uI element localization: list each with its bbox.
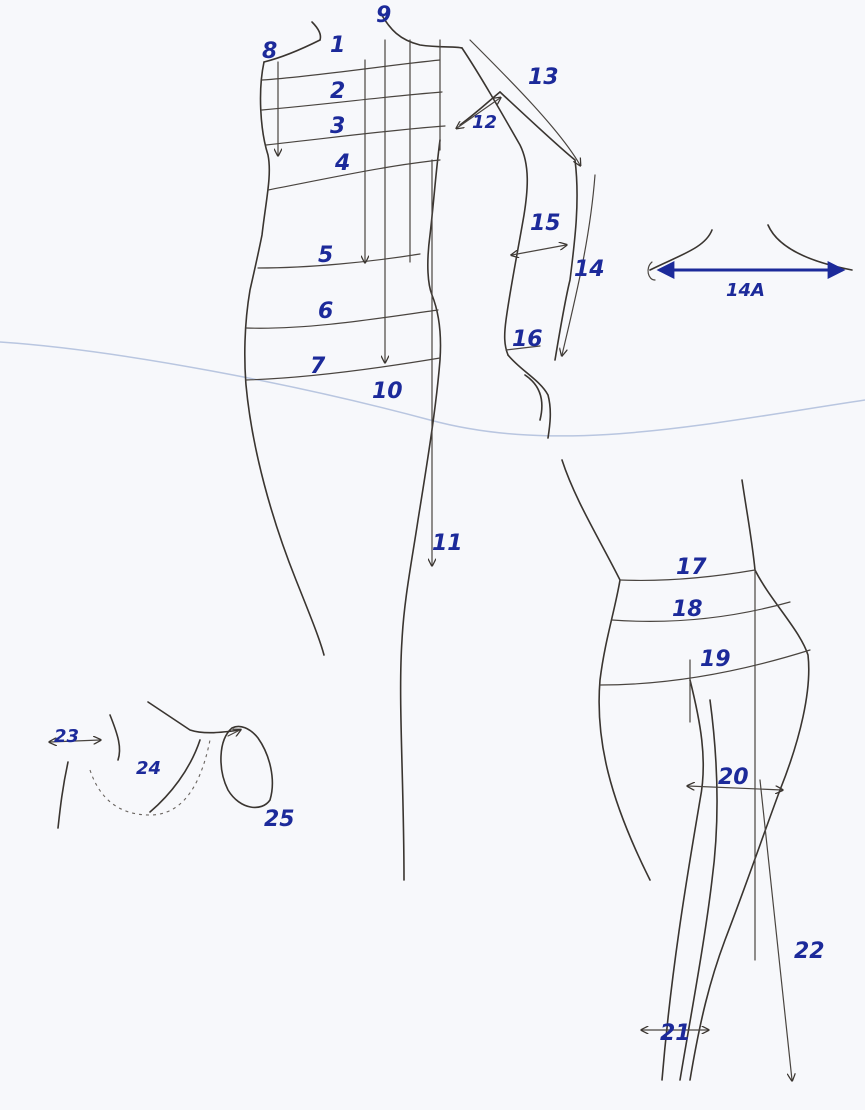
label-18: 18 [672, 597, 703, 622]
label-15: 15 [530, 211, 561, 236]
label-14: 14 [574, 257, 605, 282]
label-7: 7 [310, 354, 326, 379]
label-3: 3 [330, 114, 345, 139]
label-11: 11 [432, 531, 463, 556]
label-17: 17 [676, 555, 707, 580]
label-24: 24 [136, 758, 161, 779]
label-13: 13 [528, 65, 559, 90]
label-8: 8 [262, 39, 277, 64]
label-21: 21 [660, 1021, 691, 1046]
measurement-labels: 1 2 3 4 5 6 7 8 9 10 11 12 13 14 15 16 1… [54, 3, 825, 1046]
label-14a: 14A [726, 280, 765, 301]
label-19: 19 [700, 647, 731, 672]
label-16: 16 [512, 327, 543, 352]
label-6: 6 [318, 299, 333, 324]
label-2: 2 [330, 79, 345, 104]
label-1: 1 [330, 33, 345, 58]
neck-armhole-detail [50, 702, 272, 828]
front-figure [245, 12, 462, 880]
lower-body-figure [562, 460, 810, 1080]
arm-sketch [457, 40, 595, 438]
label-12: 12 [472, 112, 497, 133]
label-25: 25 [264, 807, 295, 832]
label-20: 20 [718, 765, 749, 790]
shoulder-width-sketch [648, 225, 852, 280]
label-23: 23 [54, 726, 79, 747]
label-22: 22 [794, 939, 825, 964]
label-9: 9 [376, 3, 391, 28]
label-5: 5 [318, 243, 333, 268]
label-10: 10 [372, 379, 403, 404]
label-4: 4 [334, 151, 350, 176]
